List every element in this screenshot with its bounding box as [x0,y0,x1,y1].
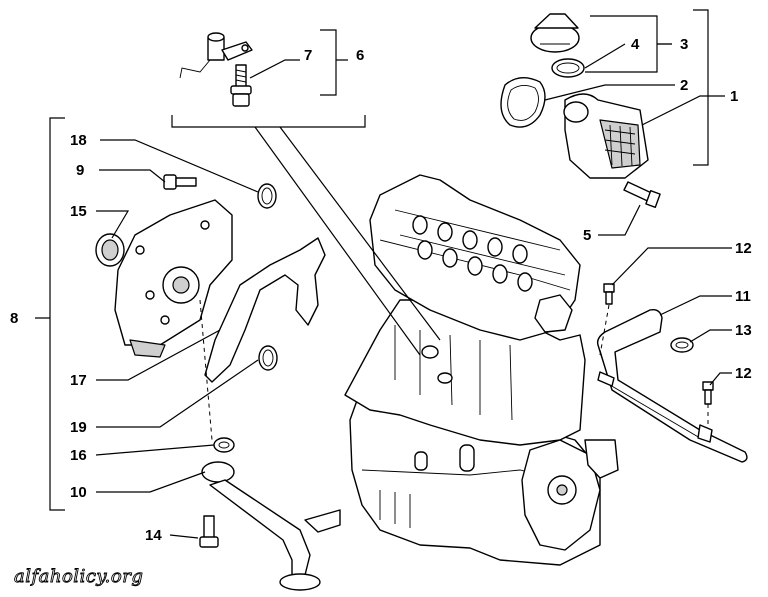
callout-2: 2 [680,77,688,94]
gasket-part-17 [204,237,326,383]
callout-1: 1 [730,88,738,105]
leader-lines [35,9,732,539]
callout-17: 17 [70,372,87,389]
oil-tube-part-11 [596,308,748,463]
callout-5: 5 [583,227,591,244]
callout-9: 9 [76,162,84,179]
callout-15: 15 [70,203,87,220]
o-ring-part-16 [213,437,235,453]
seal-ring-part-19 [258,345,278,371]
callout-6: 6 [356,47,364,64]
callout-labels: 1 2 3 4 5 6 7 8 9 10 11 12 13 12 14 15 1… [10,36,752,544]
seal-ring-part-18 [257,183,277,209]
bolt-part-12-upper [603,283,615,305]
engine-assembly [344,174,619,566]
callout-19: 19 [70,419,87,436]
sensor-part-6 [179,32,253,79]
bolt-part-12-lower [702,381,714,405]
hose-clamp-part-13 [670,337,694,353]
callout-14: 14 [145,527,162,544]
callout-4: 4 [631,36,640,53]
watermark: alfaholicy.org [14,566,143,587]
thermostat-housing-part-1 [563,93,649,179]
alignment-dashed-line-right [599,304,709,428]
camshafts [394,209,566,292]
callout-10: 10 [70,484,87,501]
callout-18: 18 [70,132,87,149]
callout-13: 13 [735,322,752,339]
bolt-part-5 [623,181,661,208]
oil-filler-cap-part-4 [530,13,580,53]
seal-part-15 [95,233,125,267]
callout-12-lower: 12 [735,365,752,382]
callout-11: 11 [735,288,751,305]
bolt-part-7 [230,64,252,107]
gasket-part-2 [500,77,546,128]
oil-pickup-part-10 [201,461,341,591]
callout-3: 3 [680,36,688,53]
callout-16: 16 [70,447,87,464]
callout-12-upper: 12 [735,240,752,257]
callout-8: 8 [10,310,18,327]
seal-ring-part-4 [551,58,585,78]
callout-7: 7 [304,47,312,64]
timing-cover-part-17 [114,199,233,358]
bolt-part-14 [199,515,219,548]
bolt-part-9 [163,174,197,190]
